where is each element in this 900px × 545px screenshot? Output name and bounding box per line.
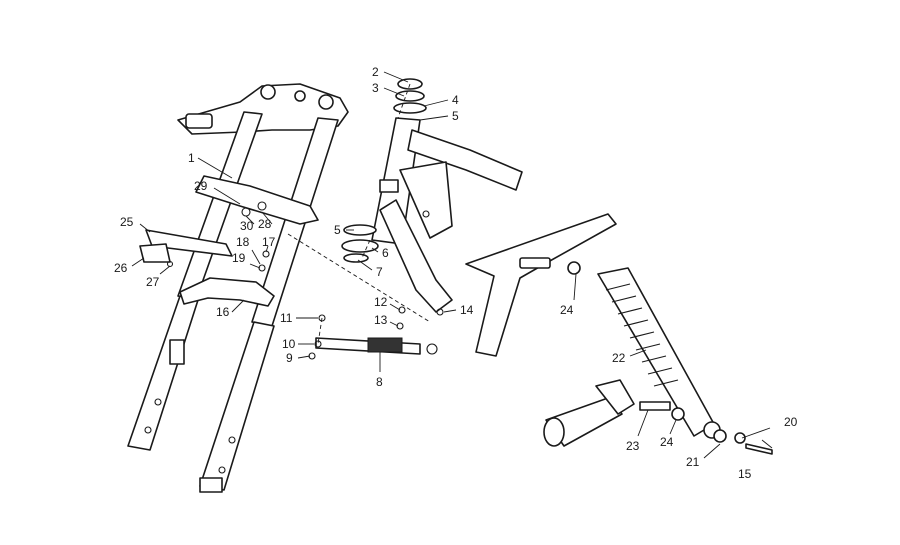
- callout-2: 2: [372, 65, 379, 79]
- lower-triple-clamp: [195, 175, 319, 225]
- leader-lines: [131, 71, 773, 459]
- fork-slider-right: [199, 321, 275, 491]
- callout-3: 3: [372, 81, 379, 95]
- callout-21: 21: [686, 455, 700, 469]
- shock-mount-bolt: [519, 257, 551, 269]
- damper-end: [426, 343, 438, 355]
- slider-left-bolt-2: [144, 426, 152, 434]
- gusset-hole: [422, 210, 430, 218]
- bolt-30: [241, 207, 251, 217]
- assembly-line-2: [317, 317, 323, 345]
- rear-suspension: [465, 213, 773, 455]
- callout-5: 5: [452, 109, 459, 123]
- washer-20: [734, 432, 746, 444]
- slider-right-bolt-2: [218, 466, 226, 474]
- callout-14: 14: [460, 303, 474, 317]
- washer-24-upper: [567, 261, 581, 275]
- swingarm-end: [543, 417, 565, 447]
- clamp-nut-right: [318, 94, 334, 110]
- callout-24-lower: 24: [660, 435, 674, 449]
- callout-17: 17: [262, 235, 276, 249]
- clamp-nut-left: [260, 84, 276, 100]
- callout-9: 9: [286, 351, 293, 365]
- callout-23: 23: [626, 439, 640, 453]
- washer-21: [713, 429, 727, 443]
- bearing-4: [393, 102, 427, 114]
- headlight-bracket: [185, 113, 213, 129]
- bracket-plate: [139, 243, 171, 263]
- stem-nut: [294, 90, 306, 102]
- callout-27: 27: [146, 275, 160, 289]
- callout-22: 22: [612, 351, 626, 365]
- assembly-line-3: [397, 83, 411, 119]
- callout-24-upper: 24: [560, 303, 574, 317]
- callout-6: 6: [382, 246, 389, 260]
- callout-25: 25: [120, 215, 134, 229]
- frame-top-tube: [407, 129, 523, 191]
- dust-cover-7: [343, 253, 369, 263]
- nut-14: [436, 308, 444, 316]
- rear-subframe: [465, 213, 617, 357]
- callout-labels: 1 2 3 4 5 5 6 7 8 9 10 11 12 13 14 15 16…: [114, 65, 798, 481]
- axle-clamp: [199, 477, 223, 493]
- slider-right-bolt-1: [228, 436, 236, 444]
- callout-19: 19: [232, 251, 246, 265]
- callout-28: 28: [258, 217, 272, 231]
- callout-13: 13: [374, 313, 388, 327]
- callout-15: 15: [738, 467, 752, 481]
- washer-10: [314, 340, 322, 348]
- bearing-5-lower: [343, 224, 377, 236]
- washer-3: [395, 90, 425, 102]
- callout-20: 20: [784, 415, 798, 429]
- callout-4: 4: [452, 93, 459, 107]
- fork-slider-left: [127, 295, 199, 451]
- bolt-11: [318, 314, 326, 322]
- seal-6: [341, 239, 379, 253]
- fork-brace: [179, 277, 275, 307]
- callout-29: 29: [194, 179, 208, 193]
- swingarm-lug: [595, 379, 635, 415]
- callout-5-lower: 5: [334, 223, 341, 237]
- frame-gusset: [399, 161, 453, 239]
- callout-30: 30: [240, 219, 254, 233]
- bolt-12: [398, 306, 406, 314]
- callout-8: 8: [376, 375, 383, 389]
- callout-26: 26: [114, 261, 128, 275]
- mudguard-bracket: [145, 229, 233, 257]
- damper-body: [367, 337, 403, 353]
- callout-18: 18: [236, 235, 250, 249]
- steering-head-frame: [287, 78, 523, 360]
- washer-24-lower: [671, 407, 685, 421]
- callout-10: 10: [282, 337, 296, 351]
- callout-1: 1: [188, 151, 195, 165]
- cable-guide: [379, 179, 399, 193]
- slider-left-boss: [169, 339, 185, 365]
- callout-11: 11: [280, 311, 293, 325]
- callout-16: 16: [216, 305, 230, 319]
- callout-7: 7: [376, 265, 383, 279]
- callout-12: 12: [374, 295, 388, 309]
- front-fork-assembly: [127, 83, 349, 493]
- assembly-line-4: [361, 239, 371, 259]
- frame-down-tube: [379, 199, 453, 313]
- slider-left-bolt-1: [154, 398, 162, 406]
- shock-spring: [605, 283, 679, 387]
- bolt-28: [257, 201, 267, 211]
- pin-23: [639, 401, 671, 411]
- bolt-15: [745, 443, 773, 455]
